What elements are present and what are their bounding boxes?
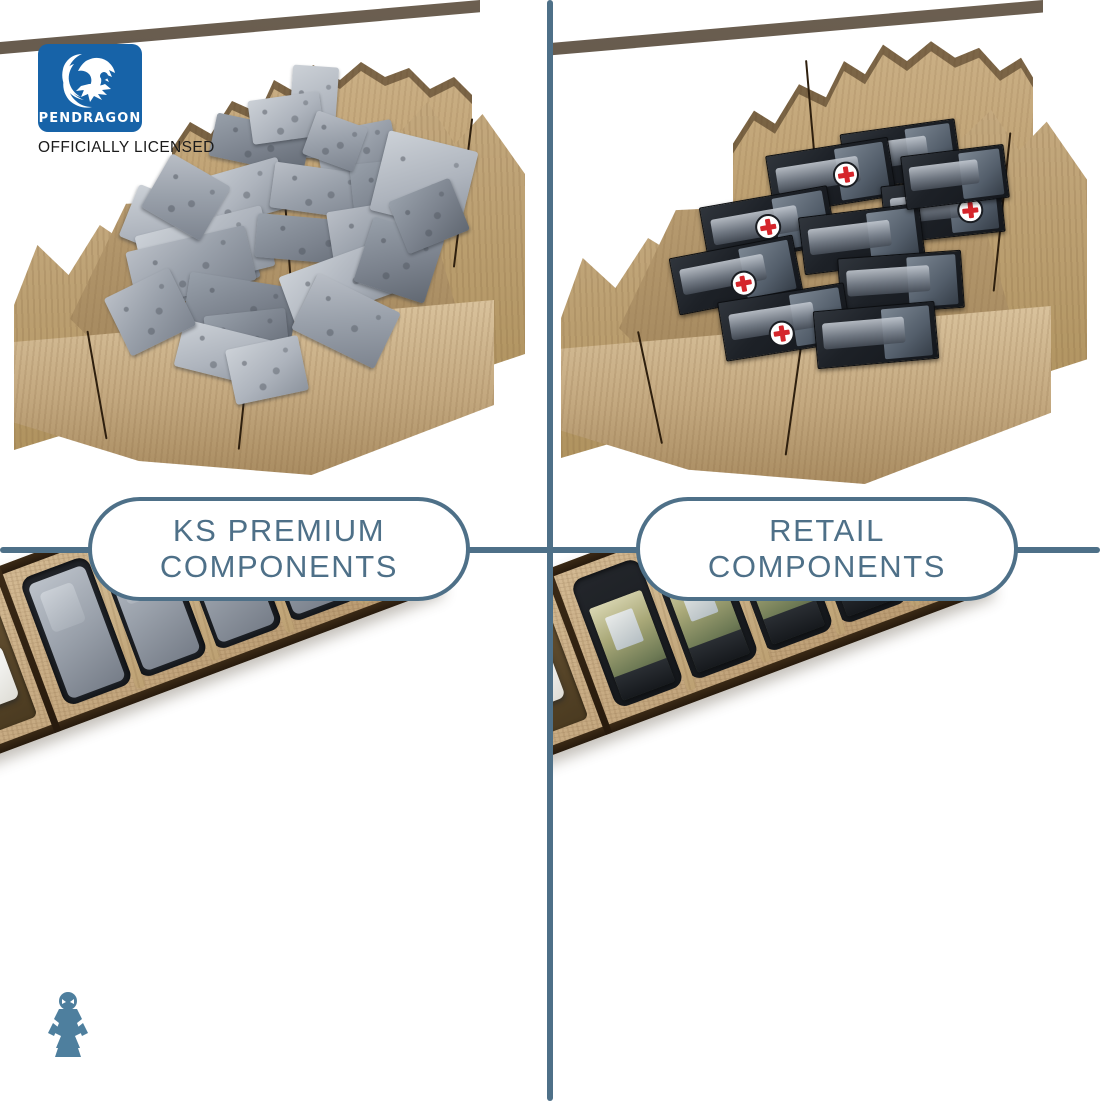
ks-terrain-photo [0, 0, 547, 547]
quadrant-ks-premium-terrain [0, 0, 547, 547]
pendragon-logo-tile: PENDRAGON [38, 44, 142, 132]
quadrant-retail-tokens [553, 0, 1100, 547]
barricade-token [812, 300, 940, 370]
badge-ks-premium-components: KS PREMIUM COMPONENTS [88, 497, 470, 601]
horizontal-divider [0, 547, 1100, 553]
quadrant-retail-vehicles: ● [553, 553, 1100, 1101]
retail-vehicles-photo: ● [553, 553, 1100, 1101]
officially-licensed-caption: OFFICIALLY LICENSED [38, 139, 215, 156]
retail-tokens-photo [553, 0, 1100, 547]
badge-retail-components: RETAIL COMPONENTS [636, 497, 1018, 601]
pendragon-wordmark: PENDRAGON [38, 111, 142, 126]
dragon-head-icon [62, 54, 115, 108]
badge-retail-label: RETAIL COMPONENTS [707, 512, 947, 584]
miniature-scale-silhouette [48, 992, 88, 1057]
badge-ks-premium-label: KS PREMIUM COMPONENTS [159, 512, 399, 584]
pendragon-logo-block: PENDRAGON OFFICIALLY LICENSED [38, 44, 238, 157]
